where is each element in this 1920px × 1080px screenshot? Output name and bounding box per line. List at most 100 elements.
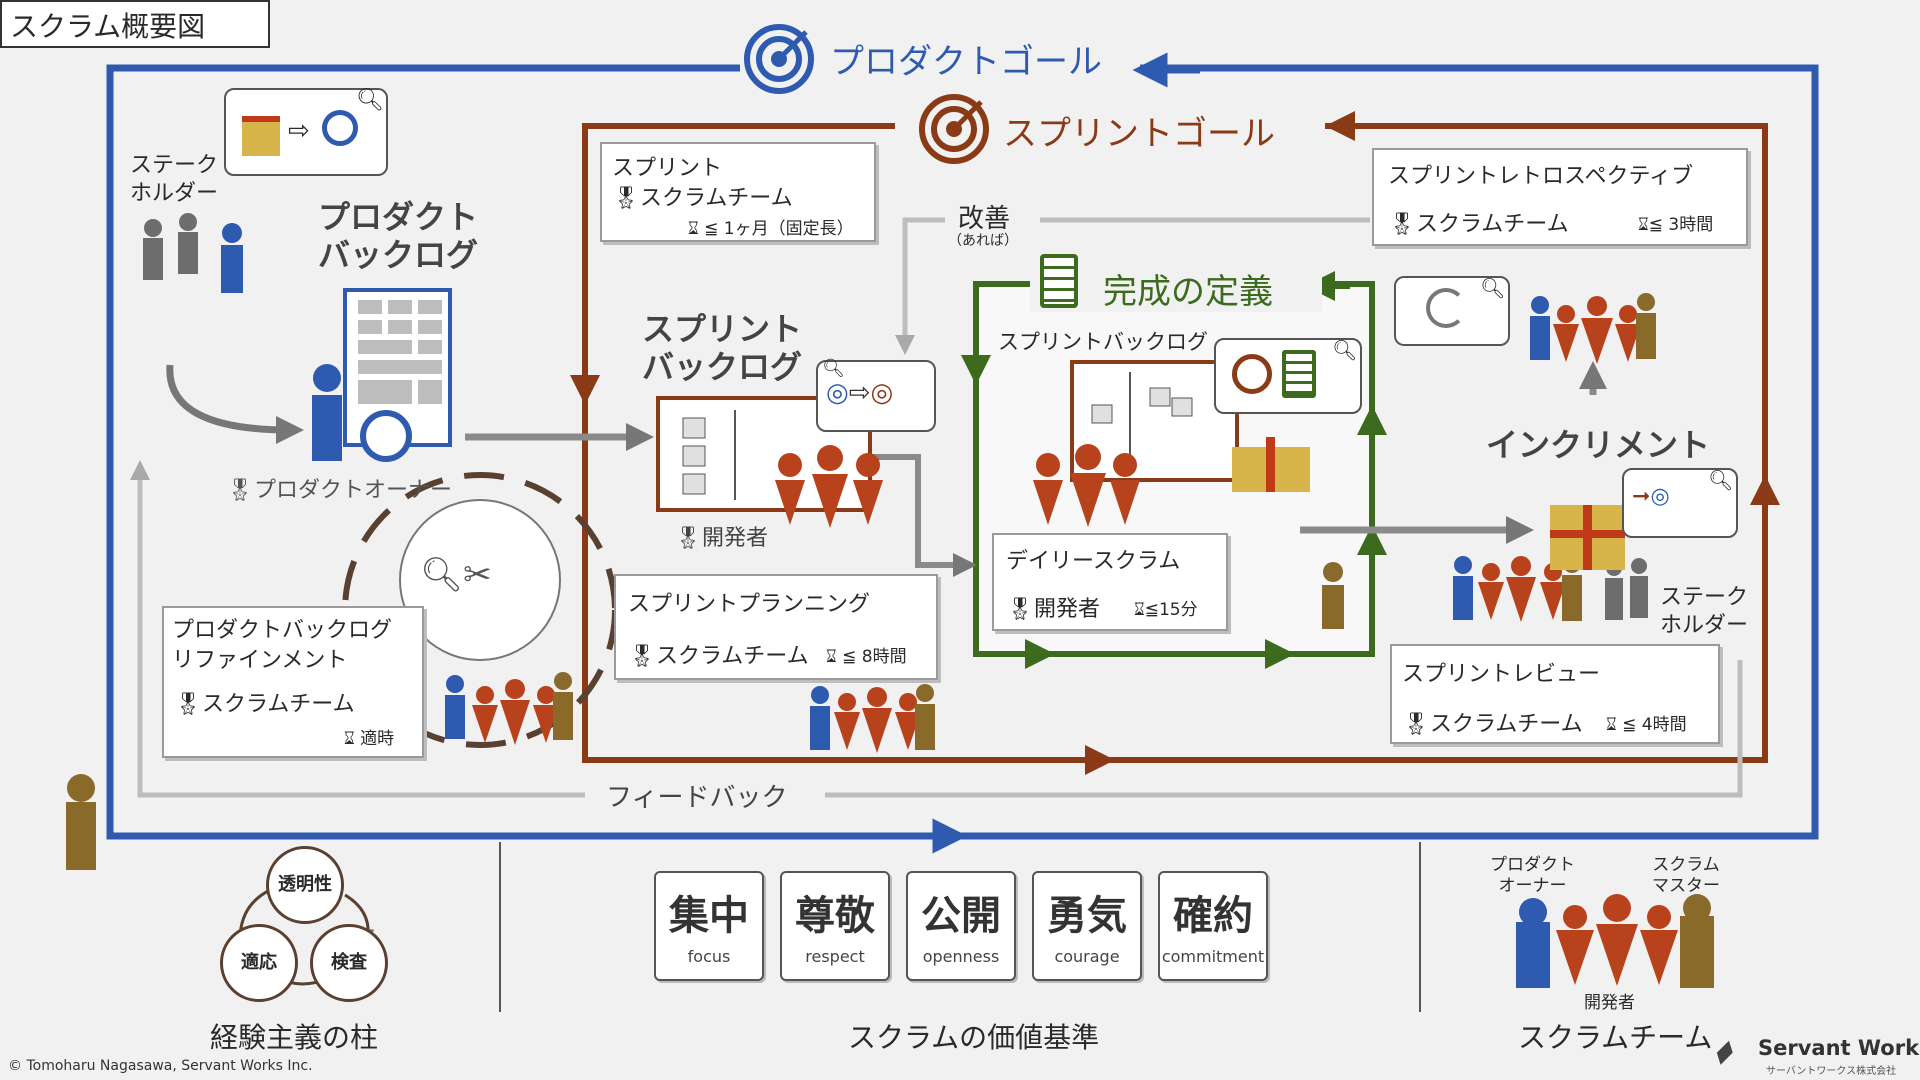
sprint-backlog-small-label: スプリントバックログ (998, 330, 1208, 354)
clipboard-icon (1282, 350, 1316, 398)
refinement-time-text: 適時 (360, 729, 395, 749)
refinement-time: ⌛︎ 適時 (344, 724, 394, 749)
retro-time: ⌛︎≦ 3時間 (1638, 210, 1713, 235)
product-goal-label: プロダクトゴール (830, 42, 1102, 82)
logo-name: Servant Works (1758, 1036, 1920, 1060)
refinement-tools-icon: 🔍︎✂︎ (420, 555, 492, 595)
value-commitment-kanji: 確約 (1173, 893, 1253, 939)
sprint-frame (582, 123, 1768, 763)
team-title: スクラムチーム (1518, 1021, 1713, 1054)
arrow-icon: ⇨ (288, 116, 310, 146)
servant-works-logo: ▰ Servant Works サーバントワークス株式会社 (1703, 1031, 1920, 1078)
retro-role-text: スクラムチーム (1415, 212, 1569, 237)
ribbon-icon: 🎖︎ (174, 692, 202, 717)
planning-role: 🎖︎スクラムチーム (628, 638, 809, 670)
stakeholder-figures-left (143, 213, 243, 293)
target-icon (919, 94, 989, 164)
review-role-text: スクラムチーム (1429, 712, 1583, 737)
daily-title: デイリースクラム (1006, 549, 1181, 574)
retro-title: スプリントレトロスペクティブ (1388, 164, 1694, 189)
sprint-planning-card: スプリントプランニング 🎖︎スクラムチーム ⌛︎ ≦ 8時間 (614, 574, 938, 680)
hourglass-icon: ⌛︎ (826, 647, 837, 667)
product-backlog-label: プロダクト バックログ (318, 198, 479, 274)
magnifier-icon: 🔍︎ (1332, 338, 1358, 362)
value-respect: 尊敬 respect (780, 871, 890, 981)
planning-title: スプリントプランニング (628, 592, 871, 617)
ribbon-icon: 🎖︎ (1006, 597, 1034, 622)
magnifier-icon: 🔍︎ (1480, 276, 1506, 300)
sprint-review-card: スプリントレビュー 🎖︎スクラムチーム ⌛︎ ≦ 4時間 (1390, 644, 1720, 744)
ribbon-icon: 🎖︎ (674, 526, 702, 551)
stakeholder-left-label: ステーク ホルダー (130, 153, 219, 206)
sprint-card-role: 🎖︎スクラムチーム (612, 180, 793, 212)
daily-role: 🎖︎開発者 (1006, 591, 1100, 623)
magnifier-icon: 🔍︎ (822, 358, 845, 379)
ribbon-icon: 🎖︎ (1402, 712, 1430, 737)
pillar-adaptation: 適応 (220, 924, 298, 1002)
kaizen-label: 改善 (958, 204, 1011, 234)
planning-time-text: ≦ 8時間 (842, 647, 907, 667)
retro-card: スプリントレトロスペクティブ 🎖︎スクラムチーム ⌛︎≦ 3時間 (1372, 148, 1748, 246)
value-courage: 勇気 courage (1032, 871, 1142, 981)
ribbon-icon: 🎖︎ (612, 186, 640, 211)
daily-time: ⌛︎≦15分 (1134, 595, 1198, 620)
review-time: ⌛︎ ≦ 4時間 (1606, 710, 1687, 735)
dod-speech-bubble: 🔍︎ (1214, 338, 1362, 414)
product-owner-label: 🎖︎プロダクトオーナー (226, 472, 452, 504)
hourglass-icon: ⌛︎ (688, 219, 699, 239)
daily-gift-icon (1232, 437, 1310, 492)
team-dev-label: 開発者 (1584, 993, 1635, 1013)
cycle-icon (1426, 288, 1466, 328)
value-openness: 公開 openness (906, 871, 1016, 981)
sprint-card: スプリント 🎖︎スクラムチーム ⌛︎ ≦ 1ヶ月（固定長） (600, 142, 876, 242)
pillar-transparency: 透明性 (266, 846, 344, 924)
sprint-card-time-text: ≦ 1ヶ月（固定長） (704, 219, 854, 239)
daily-developers-figures (1033, 444, 1140, 527)
value-openness-kanji: 公開 (921, 893, 1001, 939)
increment-speech-bubble: ➞◎ 🔍︎ (1622, 468, 1738, 538)
value-focus-kanji: 集中 (669, 893, 749, 939)
value-openness-en: openness (922, 947, 1000, 966)
sprint-goal-header: スプリントゴール (915, 92, 1320, 168)
review-time-text: ≦ 4時間 (1622, 715, 1687, 735)
value-respect-en: respect (805, 947, 865, 966)
value-focus: 集中 focus (654, 871, 764, 981)
retro-time-text: ≦ 3時間 (1648, 215, 1714, 235)
value-respect-kanji: 尊敬 (795, 893, 875, 939)
stakeholder-speech-bubble: ⇨ 🔍︎ (224, 88, 388, 176)
retro-team-figures (1530, 293, 1656, 364)
hourglass-icon: ⌛︎ (1134, 600, 1145, 620)
page-title: スクラム概要図 (10, 10, 206, 43)
increment-gift-icon (1550, 505, 1625, 570)
target-icon (1232, 354, 1272, 394)
scrum-master-figure-left (66, 774, 96, 870)
title-tab: スクラム概要図 (0, 0, 270, 48)
planning-role-text: スクラムチーム (655, 644, 809, 669)
stakeholder-right-label: ステーク ホルダー (1660, 585, 1749, 638)
scrum-master-figure-center (1322, 562, 1344, 629)
refinement-title: プロダクトバックログ リファインメント (172, 618, 393, 673)
sprint-backlog-big-label: スプリント バックログ (642, 310, 803, 386)
refinement-role: 🎖︎スクラムチーム (174, 686, 355, 718)
value-commitment-en: commitment (1161, 947, 1265, 966)
target-icon (360, 410, 412, 462)
target-transition-icon: ◎⇨◎ (826, 378, 894, 408)
target-icon (322, 110, 358, 146)
hourglass-icon: ⌛︎ (1638, 215, 1649, 235)
team-po-label: プロダクト オーナー (1490, 855, 1575, 896)
planning-time: ⌛︎ ≦ 8時間 (826, 642, 907, 667)
team-sm-label: スクラム マスター (1652, 855, 1720, 896)
target-icon (744, 24, 814, 94)
retro-speech-bubble: 🔍︎ (1394, 276, 1510, 346)
daily-frame (973, 281, 1375, 657)
refinement-role-text: スクラムチーム (201, 692, 355, 717)
refinement-card: プロダクトバックログ リファインメント 🎖︎スクラムチーム ⌛︎ 適時 (162, 606, 424, 758)
increment-label: インクリメント (1486, 426, 1711, 464)
review-role: 🎖︎スクラムチーム (1402, 706, 1583, 738)
developers-figures (775, 445, 883, 528)
dod-header (1030, 250, 1322, 312)
product-owner-figure (312, 364, 342, 461)
gift-icon (242, 116, 280, 156)
product-owner-text: プロダクトオーナー (253, 478, 452, 503)
pillar-inspection: 検査 (310, 924, 388, 1002)
